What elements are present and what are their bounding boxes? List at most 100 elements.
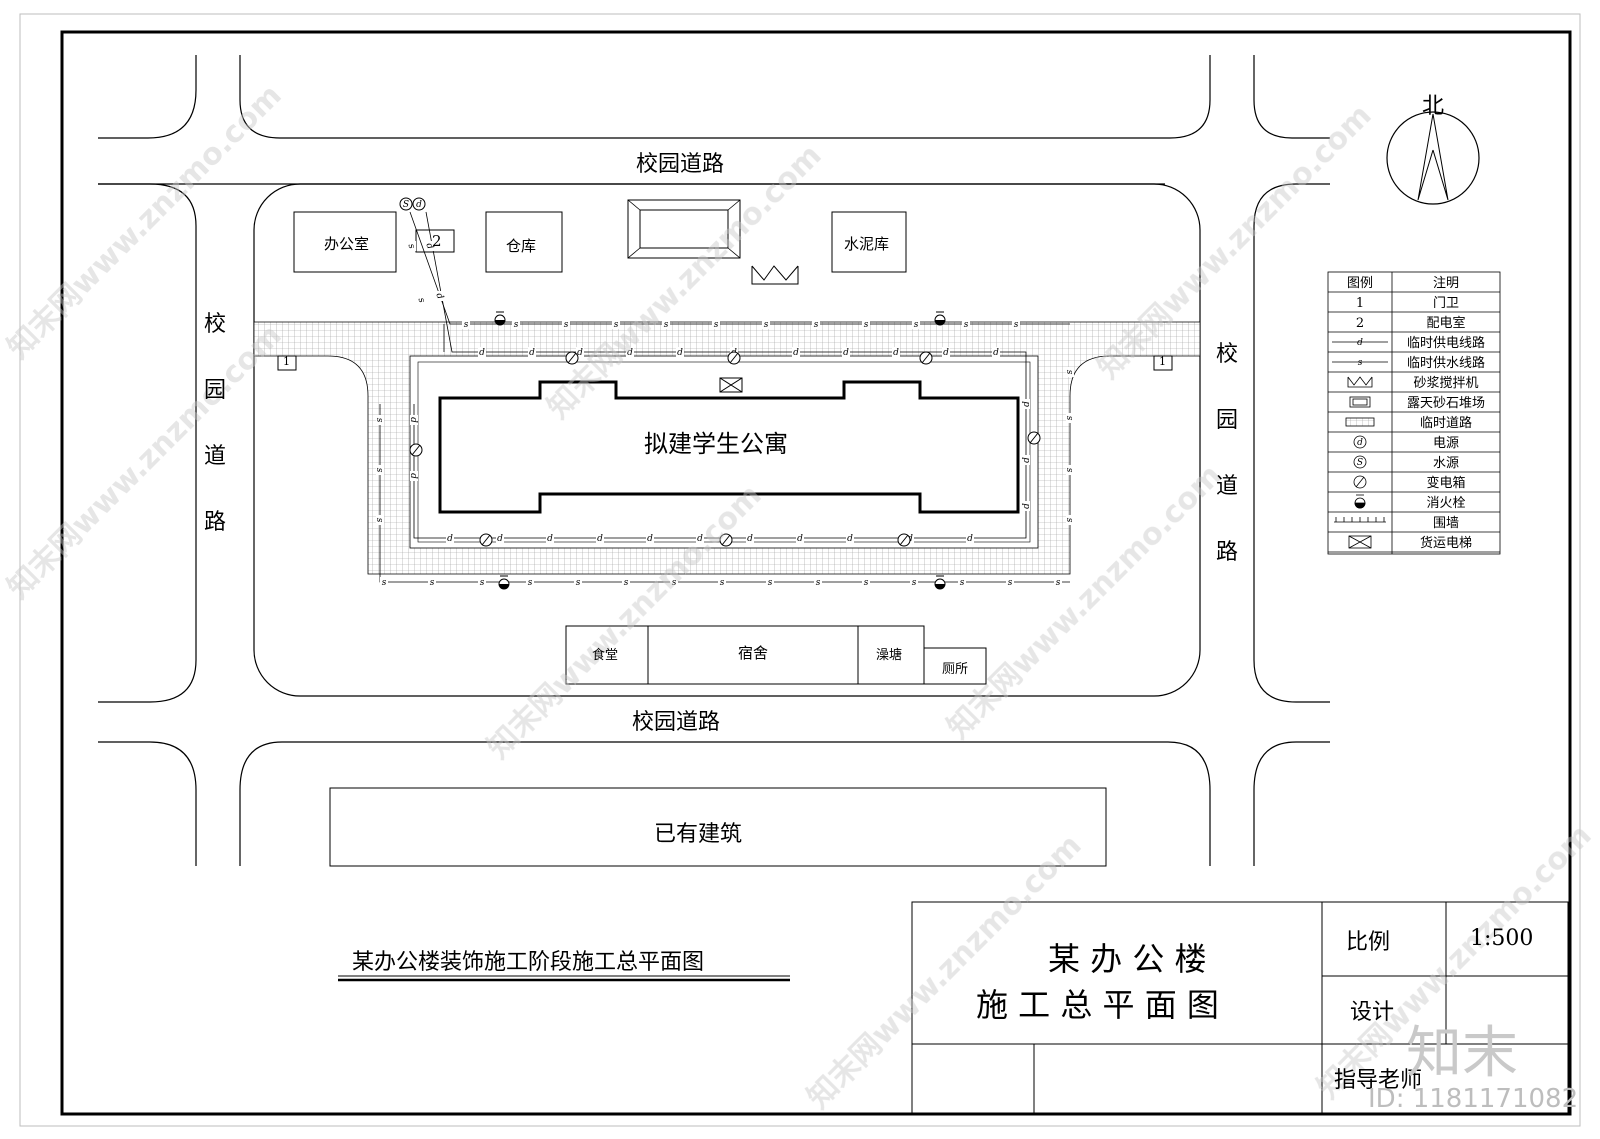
electric-line-mark: d (597, 534, 603, 544)
electric-line-mark-bg (496, 533, 504, 543)
sheet-border-outer (19, 13, 1581, 1127)
mortar-mixer (751, 265, 799, 285)
electric-line-mark: d (547, 534, 553, 544)
electric-line-mark-bg (410, 415, 418, 425)
water-line-mark-bg (862, 577, 870, 587)
water-line-mark-bg (712, 319, 720, 329)
transformer-box-slash (567, 352, 577, 364)
water-line-mark: s (664, 320, 669, 330)
source-symbols (399, 197, 426, 211)
water-line-mark-bg (408, 241, 416, 251)
electric-line-mark-bg (646, 533, 654, 543)
legend-table (1327, 271, 1501, 555)
electric-line-path (413, 211, 1027, 539)
office-building (293, 211, 397, 273)
warehouse-building (485, 211, 563, 273)
water-line-mark: s (374, 518, 384, 523)
mortar-mixer-icon (1347, 376, 1373, 388)
water-line-mark-bg (376, 515, 384, 525)
electric-line-mark-bg (478, 347, 486, 357)
water-line-mark: s (416, 296, 427, 304)
sand-yard-inner (639, 209, 729, 249)
electric-line-mark-bg (676, 347, 684, 357)
water-line-mark: s (1056, 578, 1061, 588)
electric-line-mark: d (1022, 401, 1032, 407)
main-building-outline (438, 380, 1020, 514)
water-line-mark: s (624, 578, 629, 588)
water-line-mark-bg (1054, 577, 1062, 587)
legend-note-mortar-mixer: 砂浆搅拌机 (1413, 375, 1478, 391)
transformer-box-icon (1353, 475, 1367, 489)
electric-line-mark-bg (1022, 399, 1030, 409)
office-label: 办公室 (324, 235, 370, 253)
svg-text:知末网www.znzmo.com: 知末网www.znzmo.com (1, 78, 289, 366)
water-source-glyph: S (403, 200, 409, 210)
road-left-char-2: 园 (204, 378, 227, 403)
transformer-box-slash (411, 444, 421, 456)
water-line-mark: s (816, 578, 821, 588)
toilet-label: 厕所 (942, 662, 969, 677)
bathhouse-label: 澡塘 (876, 648, 903, 663)
north-arrow (1386, 111, 1480, 205)
legend-note-sand-yard: 露天砂石堆场 (1407, 396, 1485, 411)
svg-text:知末网www.znzmo.com: 知末网www.znzmo.com (801, 828, 1089, 1116)
water-line-mark-bg (574, 577, 582, 587)
water-line-mark: s (1064, 370, 1074, 375)
electric-line-mark-bg (626, 347, 634, 357)
fire-hydrant-fill (935, 584, 945, 589)
scale-label: 比例 (1346, 930, 1391, 955)
dormitory-building (647, 625, 859, 685)
water-source-icon: S (1353, 455, 1367, 469)
electric-line-mark-bg (426, 241, 434, 251)
water-line-mark-bg (1066, 465, 1074, 475)
electric-line-mark: d (497, 534, 503, 544)
water-line-mark-bg (376, 415, 384, 425)
electric-line-mark-bg (1022, 455, 1030, 465)
water-line-mark: s (480, 578, 485, 588)
water-line-mark-bg (526, 577, 534, 587)
water-line-mark: s (768, 578, 773, 588)
project-name-line2: 施 工 总 平 面 图 (976, 986, 1219, 1024)
water-line-mark-bg (1066, 515, 1074, 525)
water-line-mark: s (912, 578, 917, 588)
main-building-label: 拟建学生公寓 (644, 430, 788, 458)
water-line-mark: s (964, 320, 969, 330)
water-line-mark-bg (762, 319, 770, 329)
fire-hydrant-fill (935, 320, 945, 325)
power-room-label: 2 (432, 232, 442, 250)
water-line-mark: s (464, 320, 469, 330)
water-line-mark: s (374, 468, 384, 473)
electric-line-mark-bg (792, 347, 800, 357)
legend-rows: 图例注明门卫1配电室2临时供电线路d临时供水线路s砂浆搅拌机露天砂石堆场临时道路… (1328, 276, 1500, 553)
fire-hydrant-fill (499, 584, 509, 589)
road-left-char-1: 校 (204, 312, 227, 337)
sand-yard-icon (1349, 396, 1371, 408)
legend-symbol-text: d (1357, 438, 1363, 448)
water-line-mark-bg (962, 319, 970, 329)
electric-line-mark: d (967, 534, 973, 544)
legend-note-electric-line: 临时供电线路 (1407, 335, 1485, 351)
electric-line-mark-bg (796, 533, 804, 543)
water-source-icon (399, 197, 413, 211)
electric-line-mark-bg (746, 533, 754, 543)
water-line-mark-bg (958, 577, 966, 587)
water-line-mark: s (714, 320, 719, 330)
gate-right-box (1153, 355, 1173, 371)
legend-note-fence: 围墙 (1433, 516, 1459, 531)
site-buildings (277, 199, 1173, 867)
power-source-icon (412, 197, 426, 211)
water-line-mark: s (672, 578, 677, 588)
fence-icon (1334, 517, 1386, 523)
warehouse-label: 仓库 (506, 237, 537, 255)
electric-line-mark: d (847, 534, 853, 544)
water-line-mark-bg (862, 319, 870, 329)
legend-symbol-text: S (1357, 458, 1363, 468)
electric-line-mark-bg (942, 347, 950, 357)
drawing-title-underline (338, 975, 790, 982)
electric-line-mark-bg (446, 533, 454, 543)
sand-yard-edges (627, 199, 741, 259)
water-line-mark: s (814, 320, 819, 330)
water-line-mark: s (1064, 416, 1074, 421)
electric-line-mark-bg (1022, 501, 1030, 511)
